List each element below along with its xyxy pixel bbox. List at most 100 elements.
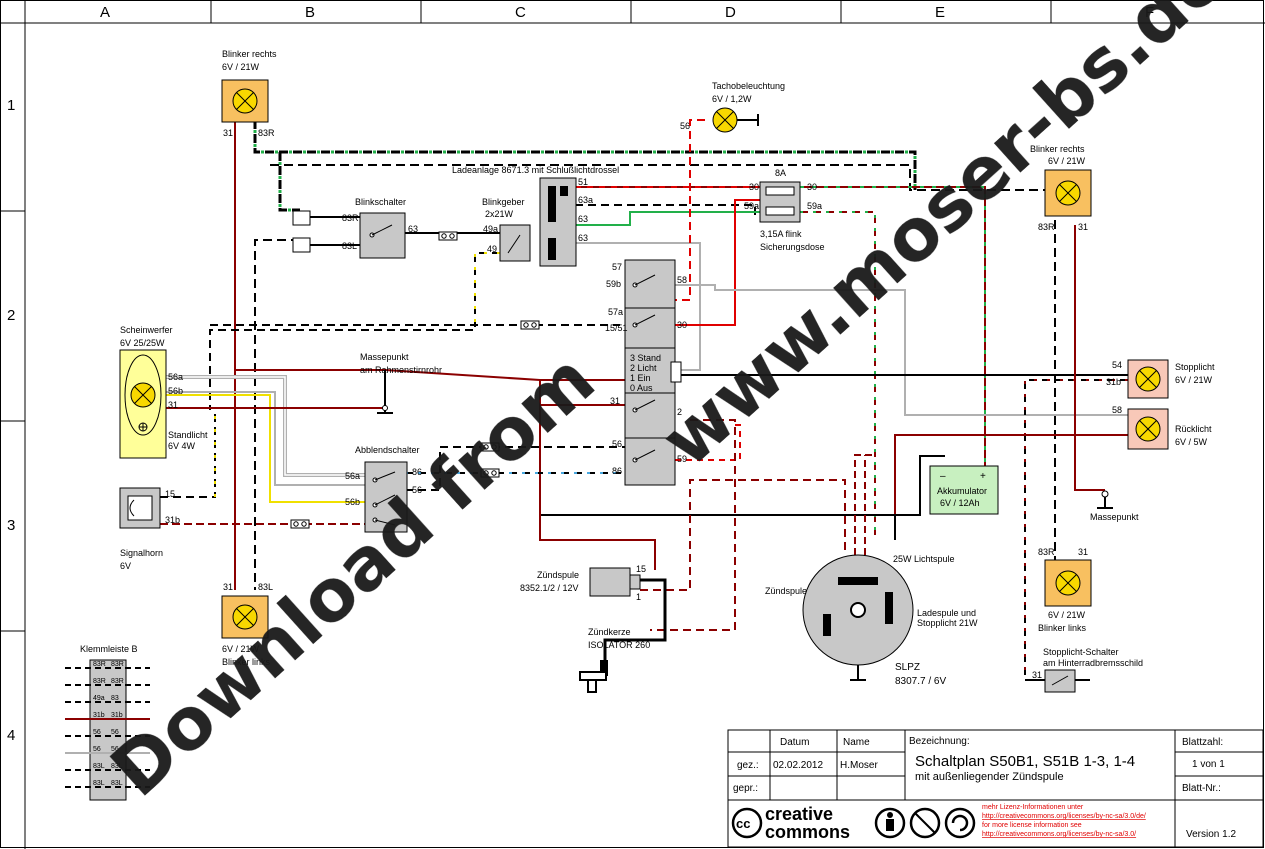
grid-row-3: 3: [7, 517, 15, 534]
cc-text-2: commons: [765, 822, 850, 842]
blinkschalter-label: Blinkschalter: [355, 197, 406, 207]
wire-63a-green: [575, 204, 756, 220]
wire-15: [539, 380, 656, 570]
kl-row-3: 49a: [93, 695, 105, 702]
stopplicht: 54 31b Stopplicht 6V / 21W: [1106, 359, 1215, 399]
term-31b-stopp: 31b: [1106, 377, 1121, 387]
slpz-lichtspule: 25W Lichtspule: [893, 554, 955, 564]
wire-63-grey: [575, 242, 701, 371]
grid-col-a: A: [100, 4, 110, 21]
cc-badge: cc: [736, 816, 750, 831]
term-15-horn: 15: [165, 489, 175, 499]
drawing-title: Schaltplan S50B1, S51B 1-3, 1-4: [915, 753, 1135, 770]
gez-name: H.Moser: [840, 760, 878, 771]
gez-label: gez.:: [737, 760, 759, 771]
blinker-rechts-front-spec: 6V / 21W: [222, 62, 260, 72]
kl-row-8b: 83L: [111, 780, 123, 787]
kl-row-1: 83R: [93, 661, 106, 668]
kl-row-2b: 83R: [111, 678, 124, 685]
term-1-zsp: 1: [636, 592, 641, 602]
slpz: 25W Lichtspule Zündspule Ladespule und S…: [765, 554, 978, 687]
blinker-links-front: 31 83L 6V / 21W Blinker links: [221, 582, 273, 667]
kl-row-2: 83R: [93, 678, 106, 685]
akku-plus: +: [980, 471, 986, 482]
abblendschalter-label: Abblendschalter: [355, 445, 420, 455]
blinker-rechts-rear-label: Blinker rechts: [1030, 144, 1085, 154]
term-86-zs: 86: [612, 466, 622, 476]
term-56-tacho: 56: [680, 121, 690, 131]
gepr-label: gepr.:: [733, 783, 758, 794]
term-15-51: 15/51: [605, 323, 628, 333]
kl-row-4: 31b: [93, 712, 105, 719]
zs-stand-3: 3 Stand: [630, 353, 661, 363]
akku-minus: –: [940, 471, 946, 482]
zuendspule-label: Zündspule: [537, 570, 579, 580]
fuse-8a: 8A: [775, 168, 786, 178]
ruecklicht-label: Rücklicht: [1175, 424, 1212, 434]
standlicht-label: Standlicht: [168, 430, 208, 440]
term-59-zs: 59: [677, 454, 687, 464]
slpz-ladespule: Ladespule und: [917, 608, 976, 618]
scheinwerfer: Scheinwerfer 6V 25/25W 56a 56b 31 Standl…: [119, 325, 208, 459]
term-15-zsp: 15: [636, 564, 646, 574]
term-56a: 56a: [168, 372, 183, 382]
blinker-links-rear-spec: 6V / 21W: [1048, 610, 1086, 620]
zs-stand-1: 1 Ein: [630, 373, 651, 383]
kl-row-7: 83L: [93, 763, 105, 770]
blinker-rechts-front: Blinker rechts 6V / 21W 31 83R: [221, 49, 277, 138]
abblendschalter: Abblendschalter 56a 56b 86 56: [345, 445, 422, 533]
datum-header: Datum: [780, 737, 809, 748]
grid-col-f: F: [1145, 4, 1154, 21]
term-31-brr: 31: [1078, 222, 1088, 232]
grid-col-c: C: [515, 4, 526, 21]
wire-59a: [800, 211, 876, 540]
akkumulator-label: Akkumulator: [937, 486, 987, 496]
cc-sa-icon: [944, 807, 976, 839]
term-31-sw: 31: [168, 400, 178, 410]
term-63b: 63: [578, 233, 588, 243]
slpz-label: SLPZ: [895, 662, 920, 673]
blinker-links-front-label: Blinker links: [222, 657, 271, 667]
term-83l-bs: 83L: [342, 241, 357, 251]
term-57: 57: [612, 262, 622, 272]
stopplicht-schalter: Stopplicht-Schalter am Hinterradbremssch…: [1032, 647, 1143, 693]
blinkgeber-label: Blinkgeber: [482, 197, 525, 207]
zuendkerze-spec: ISOLATOR 260: [588, 640, 650, 650]
connector-57a: [520, 320, 540, 330]
ladeanlage: Ladeanlage 8671.3 mit Schlußlichtdrossel…: [452, 165, 619, 267]
term-86-ab: 86: [412, 467, 422, 477]
term-83-bs: 63: [408, 224, 418, 234]
version-label: Version 1.2: [1186, 829, 1236, 840]
kl-row-4b: 31b: [111, 712, 123, 719]
term-31-blr: 31: [1078, 547, 1088, 557]
grid-col-d: D: [725, 4, 736, 21]
blattzahl-value: 1 von 1: [1192, 759, 1225, 770]
term-59a-fuse-a: 59a: [744, 201, 759, 211]
blinker-links-rear: 83R 31 6V / 21W Blinker links: [1038, 547, 1092, 633]
term-83r-brr: 83R: [1038, 222, 1055, 232]
term-83r-bs: 83R: [342, 213, 359, 223]
zuendkerze-label: Zündkerze: [588, 627, 631, 637]
name-header: Name: [843, 737, 870, 748]
license-4: http://creativecommons.org/licenses/by-n…: [982, 831, 1136, 838]
wire-tacho-56: [675, 119, 705, 301]
wire-83r-loop: [253, 120, 917, 212]
term-63: 63: [578, 214, 588, 224]
stopplicht-label: Stopplicht: [1175, 362, 1215, 372]
klemmleiste-b: Klemmleiste B 83R 83R 49a 31b 56 56 83L …: [65, 644, 150, 801]
blinker-rechts-rear-spec: 6V / 21W: [1048, 156, 1086, 166]
wire-83r: [310, 216, 360, 246]
sicherungsdose: 8A 30 30 59a 59a 3,15A flink Sicherungsd…: [744, 168, 825, 252]
sicherungsdose-label: Sicherungsdose: [760, 242, 825, 252]
kl-row-5: 56: [93, 729, 101, 736]
stopplicht-schalter-label: Stopplicht-Schalter: [1043, 647, 1119, 657]
scheinwerfer-spec: 6V 25/25W: [120, 338, 165, 348]
term-57a: 57a: [608, 307, 623, 317]
term-56a-ab: 56a: [345, 471, 360, 481]
term-31-blf: 31: [223, 582, 233, 592]
zuendspule-ext: Zündspule 8352.1/2 / 12V 15 1: [520, 564, 646, 602]
license-1: mehr Lizenz-Informationen unter: [982, 804, 1084, 811]
signalhorn-spec: 6V: [120, 561, 131, 571]
blinker-links-front-spec: 6V / 21W: [222, 644, 260, 654]
